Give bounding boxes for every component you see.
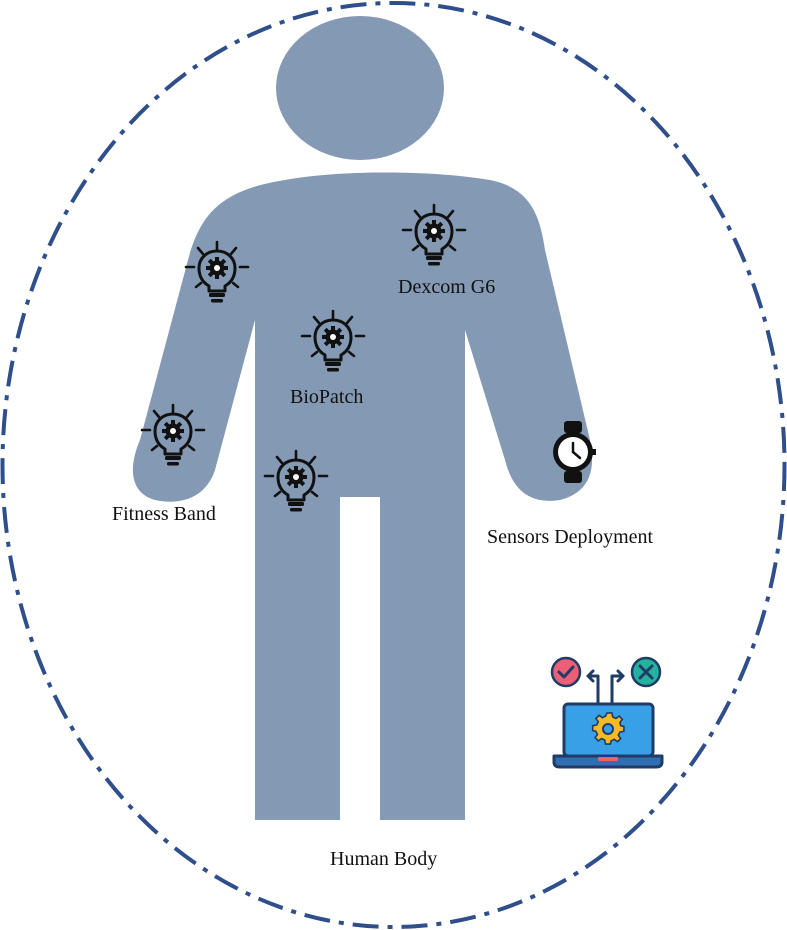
check-badge-icon bbox=[550, 656, 582, 688]
human-body-label: Human Body bbox=[330, 848, 438, 870]
sensors-deployment-label: Sensors Deployment bbox=[487, 526, 654, 548]
smartwatch-icon bbox=[553, 421, 596, 483]
torso-legs bbox=[132, 172, 593, 820]
head bbox=[276, 16, 444, 160]
gear-icon bbox=[591, 712, 625, 745]
dexcom-label: Dexcom G6 bbox=[398, 276, 496, 298]
biopatch-label: BioPatch bbox=[290, 386, 364, 408]
human-body-silhouette bbox=[132, 16, 593, 820]
fitness-band-label: Fitness Band bbox=[112, 503, 216, 525]
laptop-settings-icon bbox=[550, 656, 664, 769]
cross-badge-icon bbox=[630, 656, 662, 688]
